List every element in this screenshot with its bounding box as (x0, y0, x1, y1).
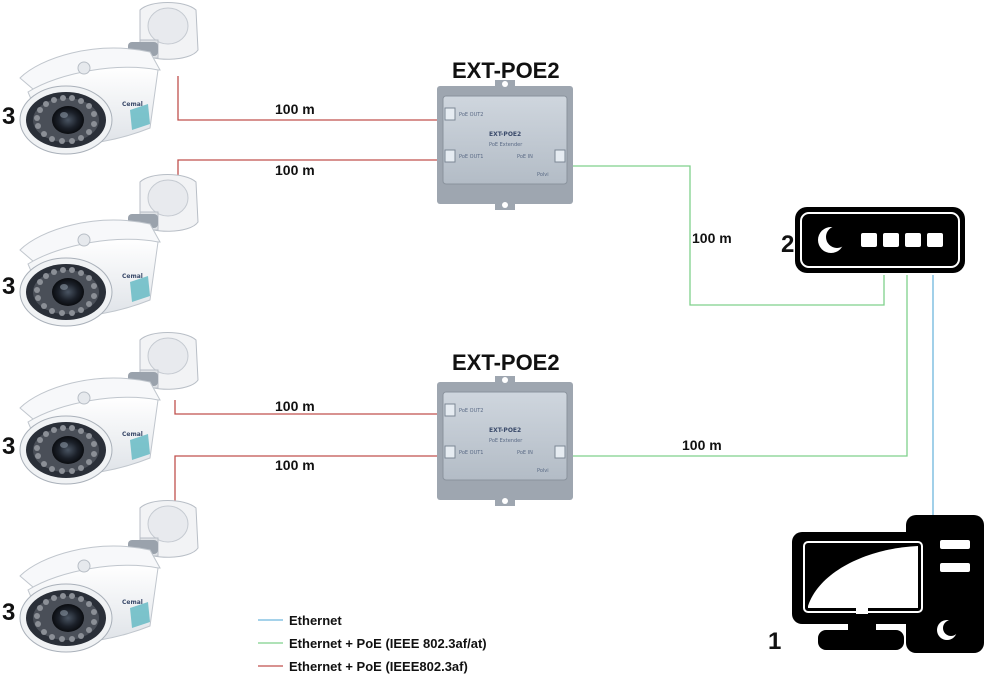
marker-switch: 2 (781, 231, 794, 258)
distance-cam3-ext2: 100 m (275, 398, 315, 414)
legend: Ethernet Ethernet + PoE (IEEE 802.3af/at… (258, 613, 487, 674)
network-switch (794, 206, 966, 274)
svg-text:PoE OUT1: PoE OUT1 (459, 154, 483, 160)
distance-cam1-ext1: 100 m (275, 101, 315, 117)
marker-camera-4: 3 (2, 599, 15, 626)
distance-ext2-switch: 100 m (682, 437, 722, 453)
camera-3: Cemal (19, 332, 199, 485)
svg-text:PoE IN: PoE IN (517, 450, 533, 456)
legend-label-poe-at: Ethernet + PoE (IEEE 802.3af/at) (289, 636, 487, 651)
cable-cam4-ext2 (174, 455, 440, 508)
svg-text:EXT-POE2: EXT-POE2 (489, 427, 521, 434)
poe-af-cables (174, 76, 440, 508)
camera-4: Cemal (19, 500, 199, 653)
cable-ext1-switch (572, 165, 885, 306)
legend-label-poe-af: Ethernet + PoE (IEEE802.3af) (289, 659, 468, 674)
extender-bottom: PoE OUT2 PoE OUT1 PoE IN EXT-POE2 PoE Ex… (436, 375, 574, 507)
poe-at-cables (572, 165, 908, 457)
camera-1: Cemal (19, 2, 199, 155)
svg-text:Polvi: Polvi (537, 468, 549, 474)
svg-text:PoE IN: PoE IN (517, 154, 533, 160)
svg-text:Cemal: Cemal (122, 599, 143, 606)
svg-text:Cemal: Cemal (122, 431, 143, 438)
moon-icon (818, 226, 848, 253)
extender-top: PoE OUT2 PoE OUT1 PoE IN EXT-POE2 PoE Ex… (436, 79, 574, 211)
marker-computer: 1 (768, 628, 781, 655)
extender-bottom-title: EXT-POE2 (452, 350, 560, 375)
extender-top-title: EXT-POE2 (452, 58, 560, 83)
svg-text:PoE OUT1: PoE OUT1 (459, 450, 483, 456)
svg-text:Polvi: Polvi (537, 172, 549, 178)
cable-ext2-switch (572, 275, 908, 457)
computer (792, 515, 984, 653)
svg-text:EXT-POE2: EXT-POE2 (489, 131, 521, 138)
cable-cam1-ext1 (177, 76, 440, 121)
marker-camera-3: 3 (2, 433, 15, 460)
cable-cam3-ext2 (174, 400, 440, 415)
svg-text:Cemal: Cemal (122, 101, 143, 108)
camera-2: Cemal (19, 174, 199, 327)
svg-text:PoE OUT2: PoE OUT2 (459, 408, 483, 414)
distance-ext1-switch: 100 m (692, 230, 732, 246)
marker-camera-2: 3 (2, 273, 15, 300)
svg-text:PoE Extender: PoE Extender (489, 438, 523, 444)
svg-text:PoE Extender: PoE Extender (489, 142, 523, 148)
svg-text:PoE OUT2: PoE OUT2 (459, 112, 483, 118)
legend-label-ethernet: Ethernet (289, 613, 342, 628)
distance-cam4-ext2: 100 m (275, 457, 315, 473)
svg-text:Cemal: Cemal (122, 273, 143, 280)
marker-camera-1: 3 (2, 103, 15, 130)
distance-cam2-ext1: 100 m (275, 162, 315, 178)
